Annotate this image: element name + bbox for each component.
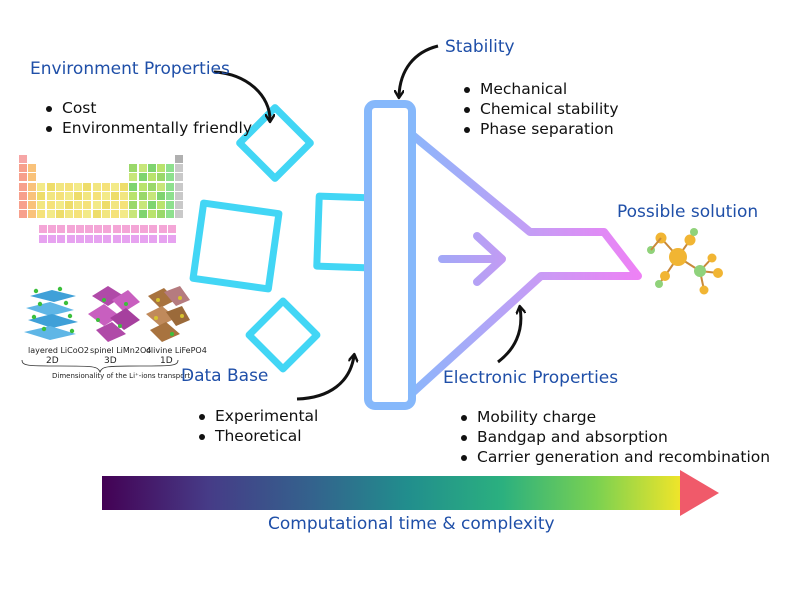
diamond-shape [313, 192, 375, 272]
olivine-dim: 1D [160, 356, 173, 366]
layered-caption: layered LiCoO2 [28, 346, 89, 355]
bullet-item: Cost [44, 98, 252, 118]
complexity-arrowhead [680, 470, 719, 516]
electronic-bullets: Mobility charge Bandgap and absorption C… [459, 407, 770, 467]
olivine-structure-icon [146, 286, 190, 342]
diamond-shape [236, 104, 314, 182]
bullet-item: Mechanical [462, 79, 619, 99]
element-cell [166, 233, 177, 244]
bullet-item: Carrier generation and recombination [459, 447, 770, 467]
bullet-item: Theoretical [197, 426, 318, 446]
bullet-item: Chemical stability [462, 99, 619, 119]
bullet-item: Mobility charge [459, 407, 770, 427]
data-base-title: Data Base [181, 366, 269, 386]
curved-arrow-stability [399, 44, 439, 96]
layered-structure-icon [24, 286, 78, 340]
element-cell [174, 209, 185, 220]
complexity-bar [102, 476, 690, 510]
bullet-item: Environmentally friendly [44, 118, 252, 138]
molecule-icon [647, 228, 723, 295]
stability-bullets: Mechanical Chemical stability Phase sepa… [462, 79, 619, 139]
olivine-caption: olivine LiFePO4 [146, 346, 207, 355]
spinel-caption: spinel LiMn2O4 [90, 346, 152, 355]
environment-properties-title: Environment Properties [30, 59, 230, 79]
crystal-structures-image [21, 286, 190, 374]
curved-arrow-database [296, 356, 354, 401]
filter-bar [364, 100, 416, 410]
inner-arrow [438, 232, 506, 286]
computational-complexity-label: Computational time & complexity [268, 514, 555, 534]
electronic-properties-title: Electronic Properties [443, 368, 619, 388]
bullet-item: Phase separation [462, 119, 619, 139]
bullet-item: Experimental [197, 406, 318, 426]
curved-arrow-environment [213, 70, 270, 120]
diamond-shape [189, 199, 283, 293]
spinel-dim: 3D [104, 356, 117, 366]
environment-bullets: Cost Environmentally friendly [44, 98, 252, 138]
curved-arrow-electronic [497, 308, 521, 364]
diamond-shape [245, 297, 321, 373]
data-base-bullets: Experimental Theoretical [197, 406, 318, 446]
spinel-structure-icon [88, 286, 140, 342]
bullet-item: Bandgap and absorption [459, 427, 770, 447]
possible-solution-title: Possible solution [617, 202, 759, 222]
layered-dim: 2D [46, 356, 59, 366]
funnel-shape [406, 129, 642, 399]
periodic-table-image [18, 154, 186, 244]
dimensionality-caption: Dimensionality of the Li⁺-ions transport [52, 372, 191, 380]
stability-title: Stability [445, 37, 515, 57]
